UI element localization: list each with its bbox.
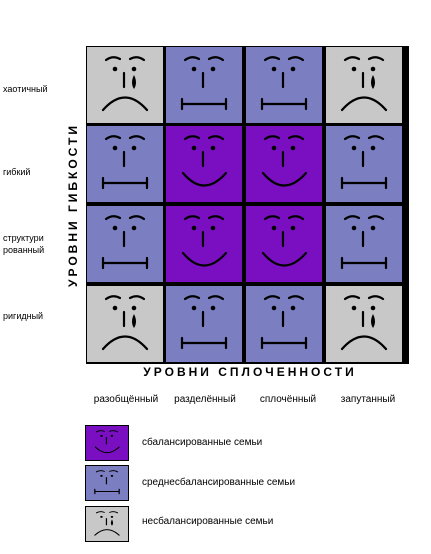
legend-label-balanced: сбалансированные семьи (142, 437, 263, 448)
column-label-connected: сплочённый (259, 394, 317, 405)
face-grid (86, 46, 409, 364)
grid-cell-unbalanced (326, 286, 402, 362)
legend-label-mid: среднесбалансированные семьи (142, 477, 296, 488)
sad-face-icon (87, 47, 163, 123)
neutral-face-icon (87, 126, 163, 202)
row-label-flexible: гибкий (3, 167, 31, 177)
row-label-structured: структури рованный (3, 233, 45, 255)
sad-face-icon (87, 286, 163, 362)
grid-cell-mid (246, 47, 322, 123)
grid-cell-unbalanced (326, 47, 402, 123)
neutral-face-icon (326, 206, 402, 282)
neutral-face-icon (166, 47, 242, 123)
grid-cell-balanced (166, 126, 242, 202)
grid-cell-balanced (246, 126, 322, 202)
grid-cell-mid (87, 126, 163, 202)
smile-face-icon (86, 426, 128, 460)
grid-cell-mid (166, 47, 242, 123)
grid-cell-balanced (246, 206, 322, 282)
smile-face-icon (166, 126, 242, 202)
row-label-rigid: ригидный (3, 311, 44, 321)
grid-cell-mid (326, 126, 402, 202)
grid-cell-mid (326, 206, 402, 282)
legend-swatch-mid (85, 465, 129, 501)
grid-cell-mid (246, 286, 322, 362)
grid-cell-unbalanced (87, 286, 163, 362)
legend-label-unbalanced: несбалансированные семьи (142, 516, 274, 527)
neutral-face-icon (87, 206, 163, 282)
neutral-face-icon (246, 47, 322, 123)
neutral-face-icon (166, 286, 242, 362)
grid-cell-mid (87, 206, 163, 282)
sad-face-icon (326, 47, 402, 123)
smile-face-icon (166, 206, 242, 282)
neutral-face-icon (86, 466, 128, 500)
neutral-face-icon (326, 126, 402, 202)
column-label-enmeshed: запутанный (340, 394, 396, 405)
grid-cell-unbalanced (87, 47, 163, 123)
grid-cell-mid (166, 286, 242, 362)
sad-face-icon (326, 286, 402, 362)
y-axis-title: УРОВНИ ГИБКОСТИ (66, 123, 80, 287)
row-label-chaotic: хаотичный (3, 84, 48, 94)
smile-face-icon (246, 126, 322, 202)
sad-face-icon (86, 507, 128, 541)
smile-face-icon (246, 206, 322, 282)
column-label-separated: разделённый (174, 394, 236, 405)
grid-cell-balanced (166, 206, 242, 282)
column-label-disengaged: разобщённый (93, 394, 159, 405)
legend-swatch-balanced (85, 425, 129, 461)
x-axis-title: УРОВНИ СПЛОЧЕННОСТИ (143, 365, 357, 379)
legend-swatch-unbalanced (85, 506, 129, 542)
neutral-face-icon (246, 286, 322, 362)
